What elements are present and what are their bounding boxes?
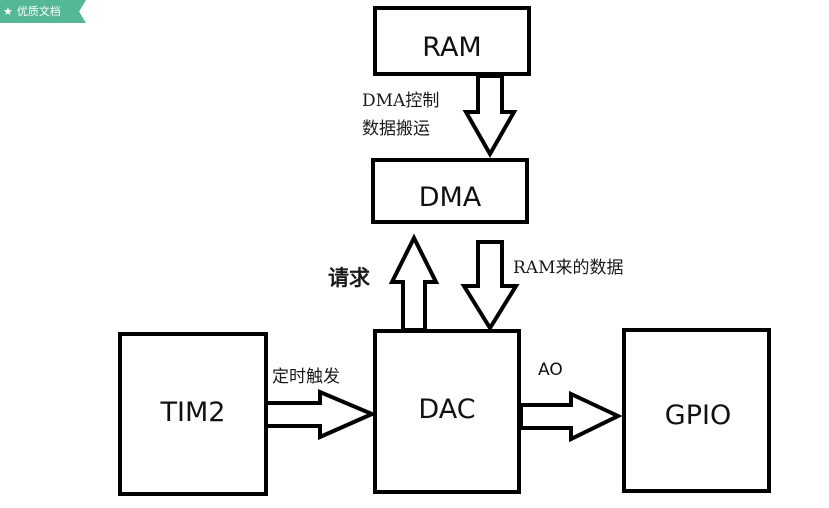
label-ao: AO: [538, 360, 563, 380]
label-timer-trigger: 定时触发: [272, 367, 340, 387]
node-tim2: TIM2: [118, 332, 268, 496]
node-dac: DAC: [373, 329, 521, 494]
node-dma-label: DMA: [419, 182, 482, 213]
node-dac-label: DAC: [418, 394, 475, 425]
arrow-tim2-to-dac: [264, 388, 378, 441]
arrow-ram-to-dma: [462, 74, 518, 159]
label-request: 请求: [328, 265, 370, 290]
node-gpio: GPIO: [622, 328, 771, 493]
label-data-transfer: 数据搬运: [362, 119, 430, 139]
arrow-dac-to-gpio: [519, 390, 623, 443]
badge-label: 优质文档: [16, 5, 61, 18]
quality-doc-badge: ★优质文档: [0, 0, 86, 23]
node-ram-label: RAM: [422, 32, 481, 63]
node-tim2-label: TIM2: [160, 397, 226, 428]
star-icon: ★: [3, 5, 13, 18]
arrow-dac-to-dma: [388, 233, 440, 332]
arrow-dma-to-dac: [460, 240, 520, 332]
node-ram: RAM: [373, 6, 531, 76]
label-ram-data: RAM来的数据: [513, 258, 623, 278]
label-dma-control: DMA控制: [362, 91, 439, 111]
node-gpio-label: GPIO: [665, 400, 731, 431]
node-dma: DMA: [371, 158, 529, 224]
